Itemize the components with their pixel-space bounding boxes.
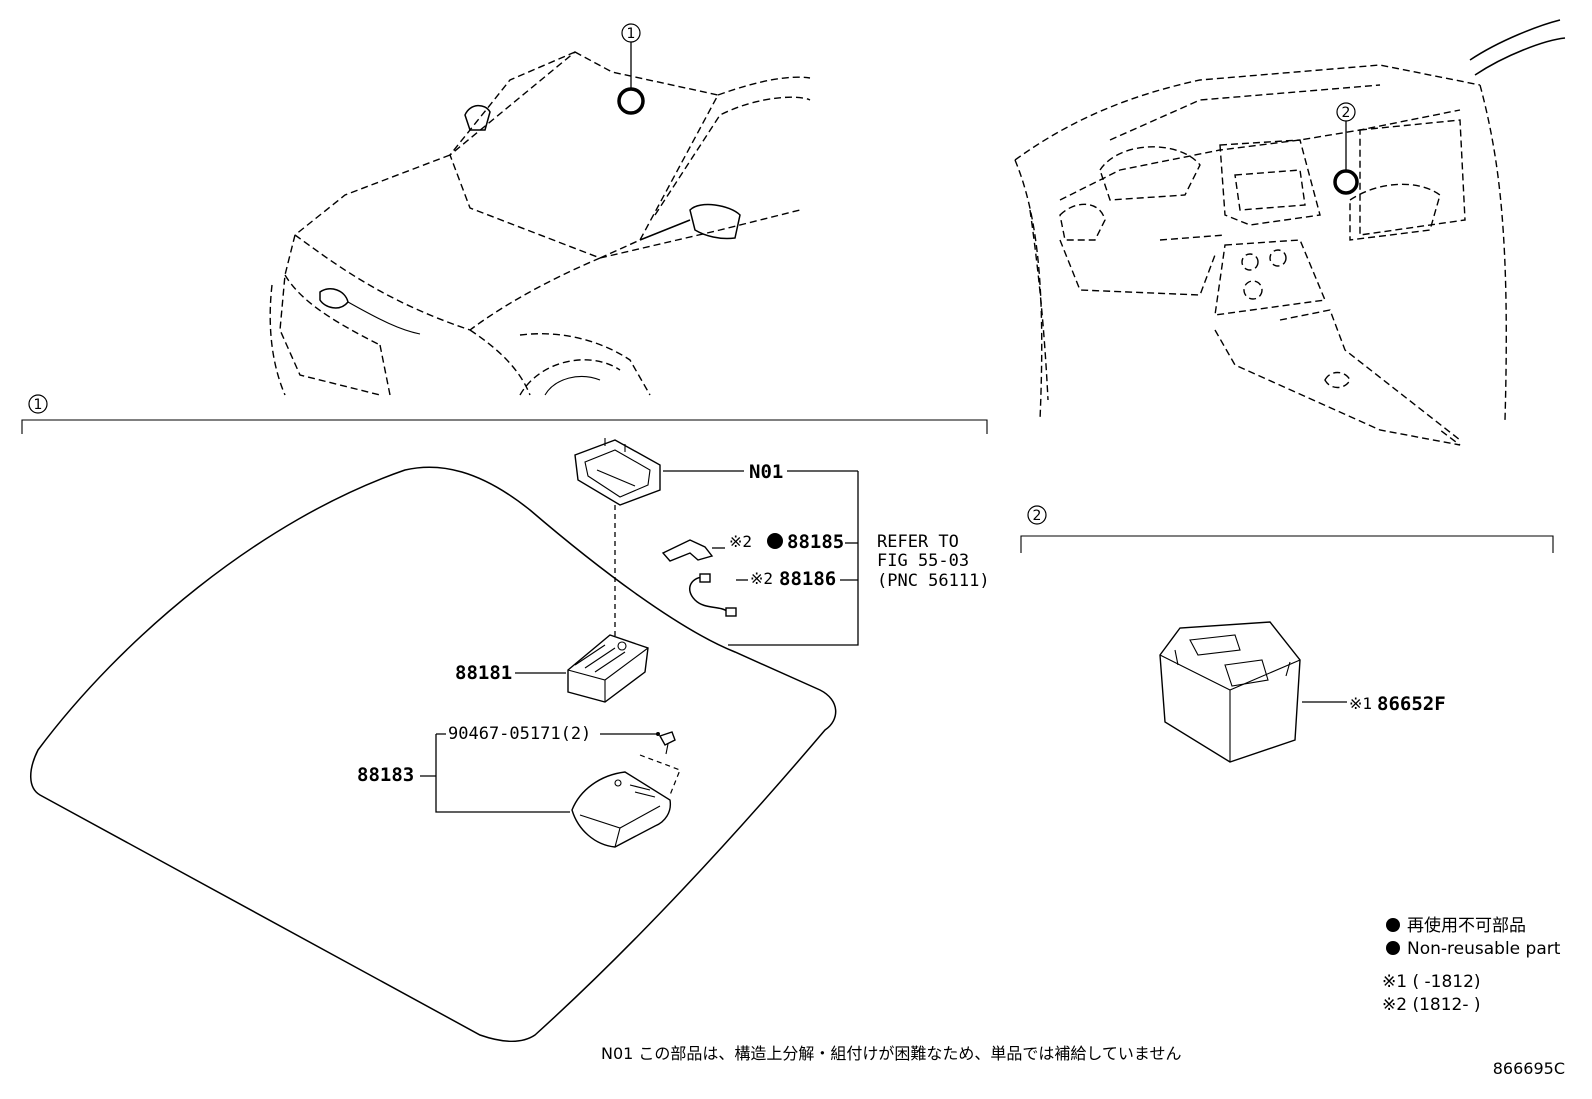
legend-condition-1: ※1 ( -1812): [1382, 972, 1481, 992]
section-1-label: 1: [34, 397, 43, 413]
diagram-code: 866695C: [1493, 1059, 1565, 1078]
label-86652f: 86652F: [1377, 693, 1446, 715]
legend-en: Non-reusable part: [1407, 939, 1561, 959]
section-2-bracket: [1020, 535, 1554, 553]
section-1: 1: [21, 394, 990, 1043]
section-2-label: 2: [1033, 508, 1042, 524]
footnote-n01: N01 この部品は、構造上分解・組付けが困難なため、単品では補給していません: [601, 1044, 1181, 1063]
mark-1-86652f: ※1: [1349, 694, 1372, 713]
label-n01: N01: [749, 461, 783, 483]
label-88186: 88186: [779, 568, 836, 590]
refer-line-3: (PNC 56111): [877, 571, 990, 591]
label-88183: 88183: [357, 764, 414, 786]
part-88185-clip: [661, 539, 714, 562]
callout-2-label: 2: [1342, 105, 1351, 121]
non-reusable-dot: [767, 533, 783, 549]
section-1-marker: [28, 394, 48, 414]
bracket-n01: [574, 438, 661, 506]
instrument-panel-illustration: 2: [1014, 19, 1566, 446]
mark-2-88185: ※2: [729, 532, 752, 551]
legend-dot-jp: [1386, 918, 1400, 932]
section-2-marker: [1027, 505, 1047, 525]
legend-dot-en: [1386, 941, 1400, 955]
legend-condition-2: ※2 (1812- ): [1382, 995, 1481, 1015]
label-88181: 88181: [455, 662, 512, 684]
callout-1-label: 1: [627, 26, 636, 42]
refer-line-2: FIG 55-03: [877, 551, 969, 571]
label-screw: 90467-05171(2): [448, 724, 591, 744]
refer-line-1: REFER TO: [877, 532, 959, 552]
windshield-outline: [30, 466, 837, 1043]
vehicle-exterior-illustration: 1: [269, 23, 811, 396]
part-screw-90467: [658, 731, 676, 755]
mark-2-88186: ※2: [750, 569, 773, 588]
section-2: 2 ※1 86652F: [1020, 505, 1554, 763]
part-86652f-box: [1159, 621, 1301, 763]
legend-jp: 再使用不可部品: [1407, 915, 1526, 936]
legend: 再使用不可部品 Non-reusable part ※1 ( -1812) ※2…: [1382, 915, 1561, 1015]
part-88183-cover: [571, 771, 672, 848]
part-88181-camera: [567, 634, 649, 703]
location-ring-2: [1333, 169, 1359, 195]
label-88185: 88185: [787, 531, 844, 553]
section-1-bracket: [21, 419, 988, 434]
location-ring-1: [617, 87, 645, 115]
part-88186-cable: [688, 573, 737, 617]
